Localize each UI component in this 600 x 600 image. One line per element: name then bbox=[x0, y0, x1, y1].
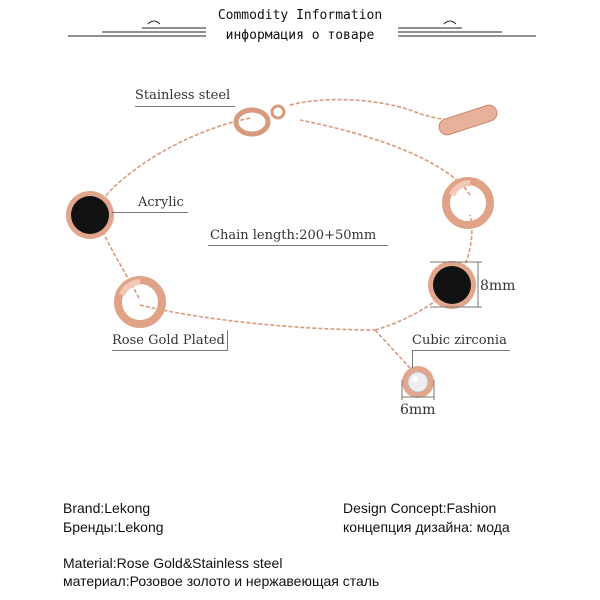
header-left-ornament bbox=[68, 20, 206, 37]
leader-cubic-zirconia-vertical bbox=[412, 350, 413, 368]
dim-6mm-marks bbox=[401, 380, 435, 400]
spec-brand-en: Brand:Lekong bbox=[63, 500, 151, 516]
label-cubic-zirconia: Cubic zirconia bbox=[412, 333, 507, 348]
acrylic-disc-right bbox=[428, 261, 476, 309]
leader-stainless-steel bbox=[135, 106, 235, 107]
lobster-clasp bbox=[233, 104, 286, 137]
header-title-ru: информация о товаре bbox=[225, 28, 375, 43]
label-acrylic: Acrylic bbox=[138, 195, 184, 210]
leader-acrylic bbox=[112, 212, 188, 213]
spec-design-en: Design Concept:Fashion bbox=[343, 500, 497, 516]
dim-8mm-marks bbox=[430, 261, 482, 308]
leader-cubic-zirconia bbox=[412, 350, 510, 351]
spec-design-ru: концепция дизайна: мода bbox=[343, 519, 510, 535]
cubic-zirconia-charm bbox=[402, 366, 434, 398]
extension-tag bbox=[438, 104, 498, 136]
label-8mm: 8mm bbox=[480, 278, 516, 294]
label-rose-gold-plated: Rose Gold Plated bbox=[112, 333, 225, 348]
rose-ring-right bbox=[442, 177, 494, 229]
header-right-ornament bbox=[398, 20, 536, 37]
header-title-en: Commodity Information bbox=[217, 8, 383, 23]
acrylic-disc-left bbox=[66, 191, 114, 239]
label-chain-length: Chain length:200+50mm bbox=[210, 228, 377, 243]
label-6mm: 6mm bbox=[400, 402, 436, 418]
rose-ring-left bbox=[114, 276, 166, 328]
leader-chain-length bbox=[208, 245, 388, 246]
spec-material-ru: материал:Розовое золото и нержавеющая ст… bbox=[63, 573, 380, 589]
leader-rose-gold-vertical bbox=[227, 330, 228, 351]
spec-brand-ru: Бренды:Lekong bbox=[63, 519, 164, 535]
spec-material-en: Material:Rose Gold&Stainless steel bbox=[63, 555, 283, 571]
label-stainless-steel: Stainless steel bbox=[135, 88, 231, 103]
bracelet-illustration bbox=[66, 98, 498, 400]
leader-rose-gold-plated bbox=[112, 350, 228, 351]
